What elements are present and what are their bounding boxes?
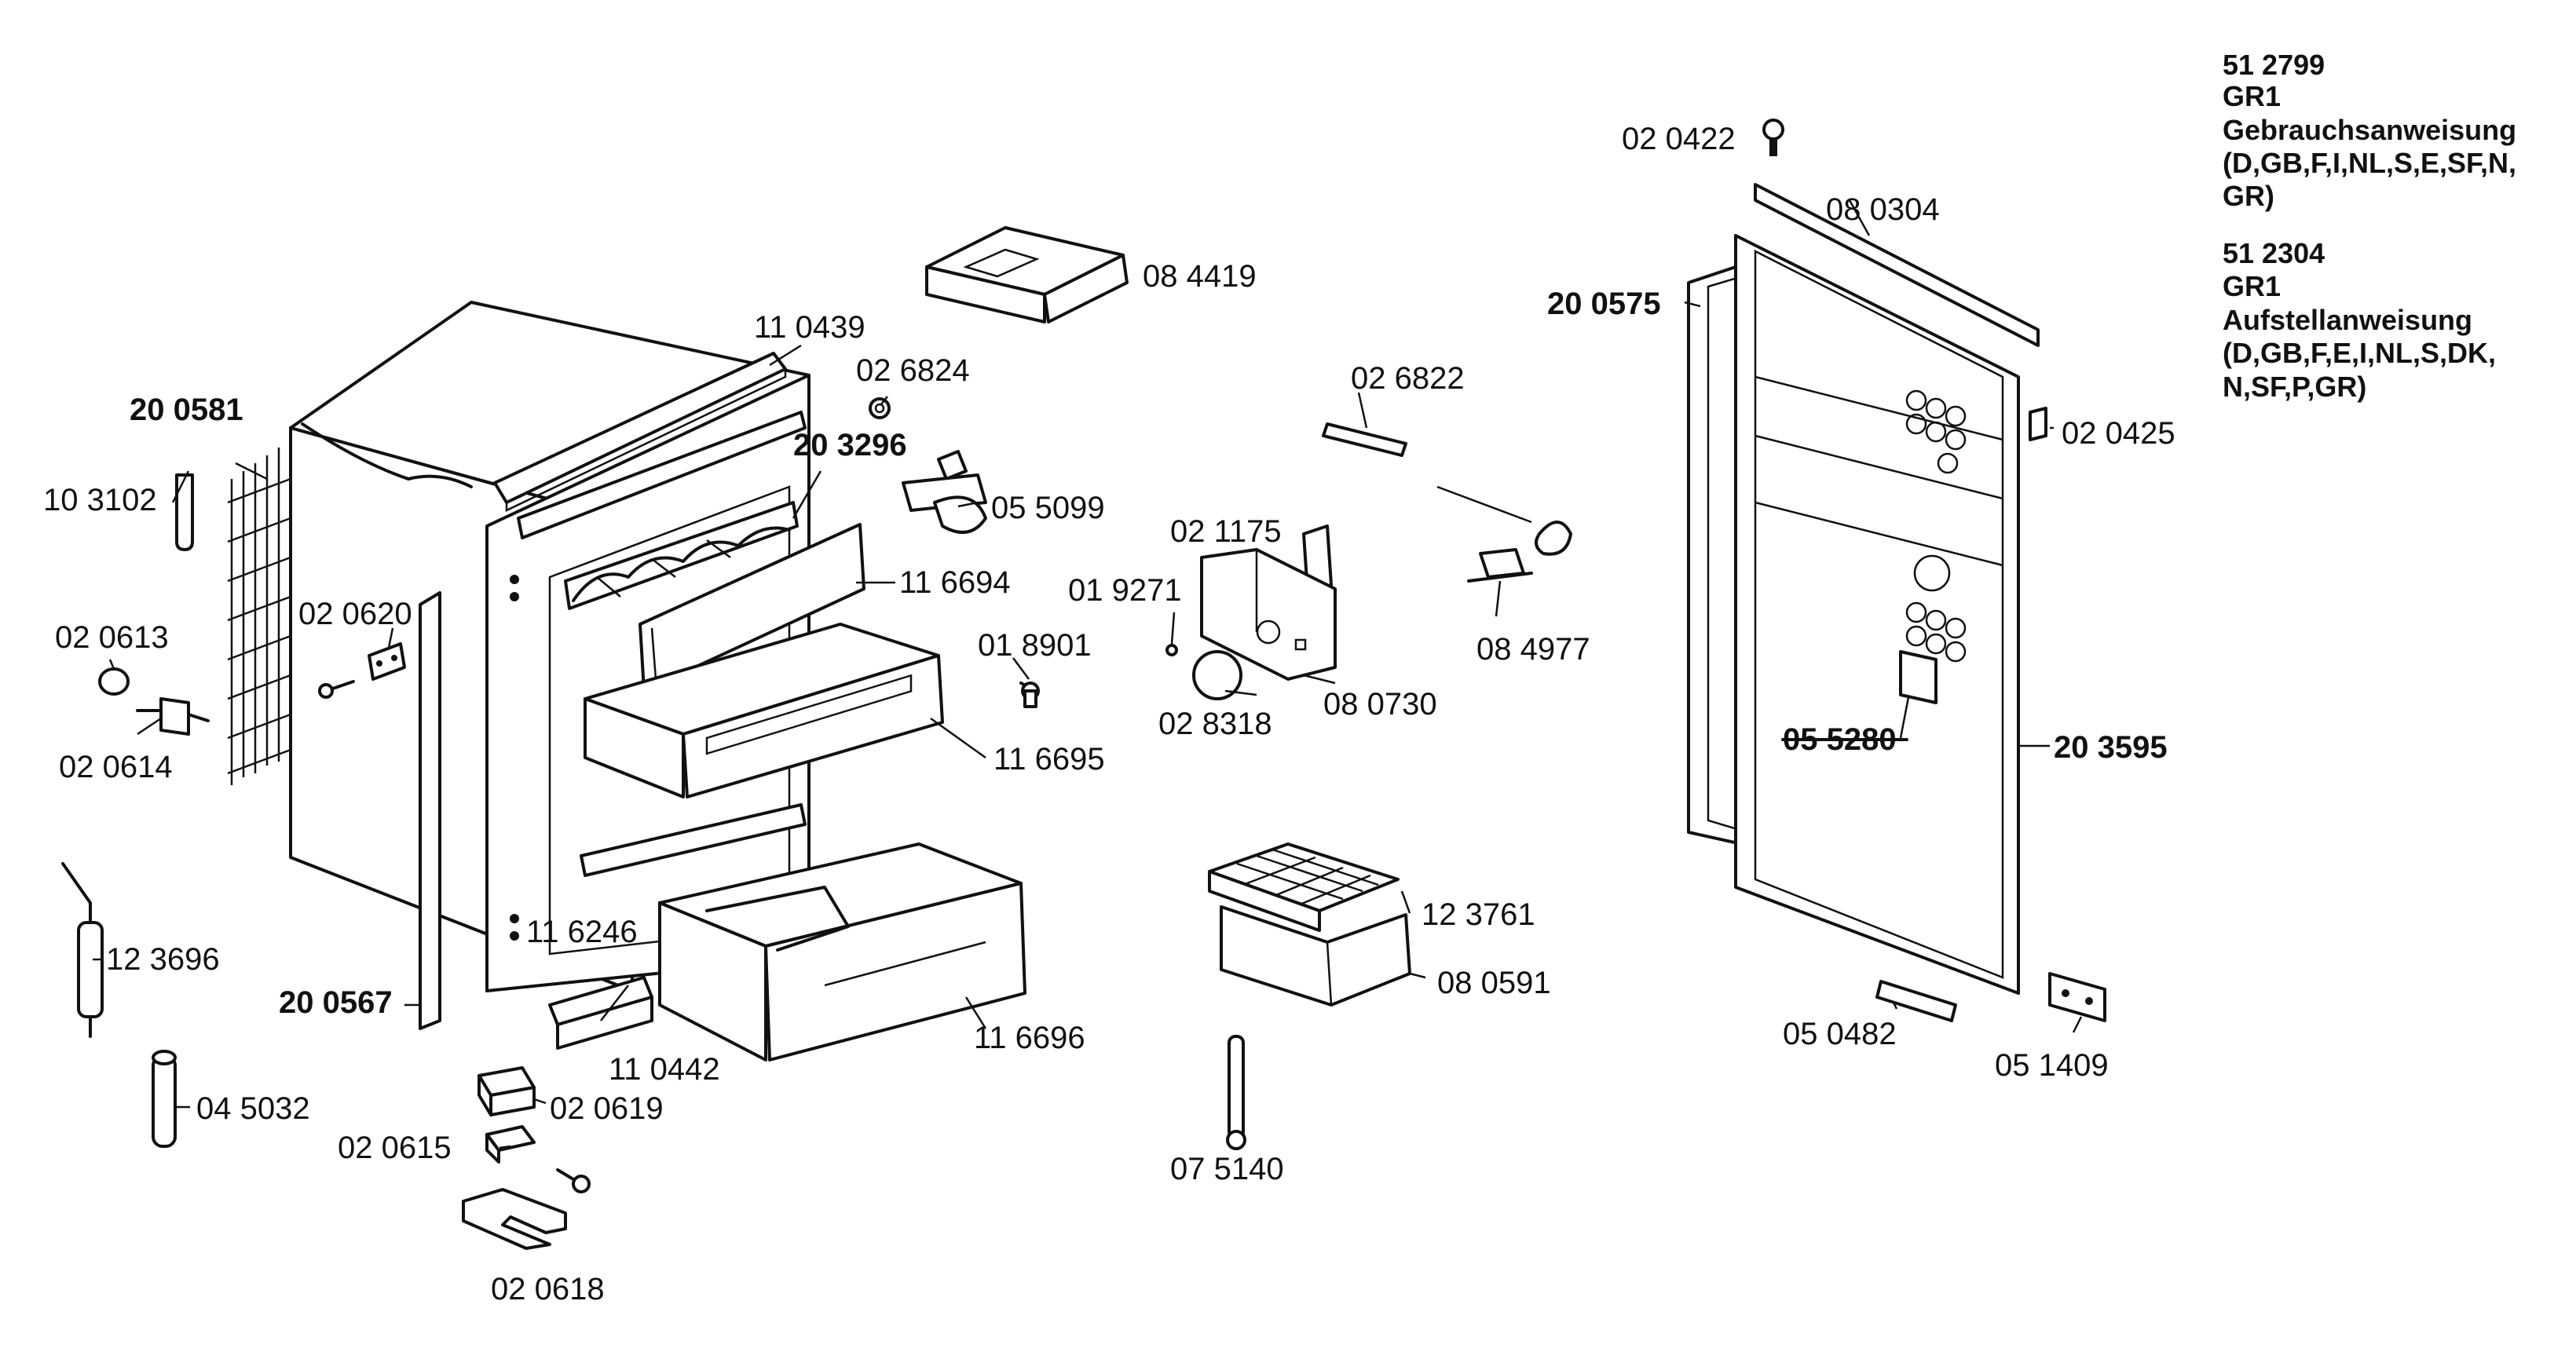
label-080304: 08 0304 (1826, 192, 1940, 227)
part-123761-ice-tray (1208, 842, 1400, 932)
part-080304-strip (1754, 183, 2040, 347)
label-084977: 08 4977 (1476, 632, 1590, 667)
label-116696: 11 6696 (974, 1021, 1085, 1055)
part-045032-tube (152, 1050, 177, 1148)
label-020614: 02 0614 (59, 750, 173, 784)
part-026824-nut (869, 397, 891, 419)
note-user-manual-model: GR1 (2223, 80, 2281, 112)
note-install-manual-part: 51 2304 (2223, 237, 2325, 269)
label-110439: 11 0439 (754, 310, 865, 345)
part-080730-housing (1200, 548, 1337, 681)
part-050482-plate (1875, 980, 1957, 1022)
label-020422: 02 0422 (1622, 122, 1736, 156)
part-018901-screw (1019, 681, 1040, 708)
label-103102: 10 3102 (43, 483, 157, 517)
note-user-manual: 51 2799 GR1 Gebrauchsanweisung (D,GB,F,I… (2223, 49, 2516, 212)
screw-0615 (556, 1168, 591, 1193)
leader-lines (93, 199, 2083, 1149)
evaporator-shelf (564, 501, 799, 610)
label-018901: 01 8901 (978, 628, 1092, 663)
label-116694: 11 6694 (899, 565, 1011, 600)
label-020613: 02 0613 (55, 620, 169, 655)
note-install-manual-lang-2: N,SF,P,GR) (2223, 371, 2366, 403)
note-install-manual-title: Aufstellanweisung (2223, 304, 2472, 336)
label-020618: 02 0618 (491, 1272, 605, 1306)
part-110442-strip (548, 976, 653, 1050)
label-110442: 11 0442 (609, 1052, 720, 1087)
part-020620-plate (368, 642, 406, 681)
label-203595: 20 3595 (2054, 730, 2168, 765)
label-050482: 05 0482 (1783, 1017, 1897, 1051)
label-200581: 20 0581 (130, 393, 243, 427)
note-install-manual-model: GR1 (2223, 270, 2281, 302)
note-user-manual-lang-1: (D,GB,F,I,NL,S,E,SF,N, (2223, 147, 2516, 179)
label-019271: 01 9271 (1068, 573, 1182, 608)
label-075140: 07 5140 (1170, 1152, 1284, 1186)
part-116694-flap (639, 523, 865, 692)
label-020620: 02 0620 (298, 597, 412, 631)
label-116246: 11 6246 (526, 915, 638, 949)
part-020425-clip (2029, 407, 2047, 441)
label-084419: 08 4419 (1143, 259, 1257, 294)
label-020615: 02 0615 (338, 1131, 452, 1165)
part-075140-thermometer (1226, 1035, 1246, 1150)
label-026824: 02 6824 (856, 353, 970, 388)
label-200575: 20 0575 (1547, 287, 1661, 321)
note-user-manual-part: 51 2799 (2223, 49, 2325, 81)
part-020422-screw (1762, 119, 1784, 156)
part-026822-rod (1322, 422, 1407, 457)
part-116696-drawer (658, 842, 1026, 1062)
screw-0620 (318, 680, 355, 699)
door-assembly (1687, 234, 2020, 995)
label-020425: 02 0425 (2062, 416, 2175, 451)
notes-block: 51 2799 GR1 Gebrauchsanweisung (D,GB,F,I… (2223, 49, 2516, 403)
part-116695-drawer (584, 623, 944, 798)
label-055099: 05 5099 (991, 491, 1105, 525)
label-080730: 08 0730 (1323, 687, 1437, 722)
label-026822: 02 6822 (1351, 361, 1465, 396)
part-080591-box (1220, 905, 1411, 1007)
label-051409: 05 1409 (1995, 1048, 2109, 1083)
part-084977-thermostat (1436, 485, 1572, 583)
label-021175: 02 1175 (1170, 514, 1282, 549)
part-055099-bracket (902, 450, 987, 534)
note-install-manual: 51 2304 GR1 Aufstellanweisung (D,GB,F,E,… (2223, 237, 2496, 403)
part-labels: 11 0439 02 6824 08 4419 20 0581 10 3102 … (43, 122, 2175, 1306)
label-203296: 20 3296 (793, 428, 907, 462)
part-020615-block (485, 1125, 536, 1164)
label-080591: 08 0591 (1437, 966, 1551, 1000)
note-install-manual-lang-1: (D,GB,F,E,I,NL,S,DK, (2223, 337, 2496, 369)
label-045032: 04 5032 (196, 1091, 310, 1126)
part-019271-screw (1165, 644, 1178, 656)
part-123696-probe (61, 862, 104, 1038)
part-020614-lamp-holder (136, 697, 210, 736)
part-103102-tube (175, 473, 194, 551)
part-051409-hinge (2048, 972, 2106, 1022)
part-020613-socket (98, 667, 130, 696)
label-028318: 02 8318 (1158, 707, 1272, 741)
note-user-manual-title: Gebrauchsanweisung (2223, 114, 2516, 146)
label-200567: 20 0567 (279, 985, 393, 1020)
note-user-manual-lang-2: GR) (2223, 180, 2274, 212)
condenser-grid (227, 448, 291, 785)
label-123761: 12 3761 (1422, 897, 1535, 932)
part-028318-knob (1192, 650, 1242, 700)
part-200567-strip (419, 591, 441, 1030)
part-020619-block (478, 1066, 536, 1116)
part-203296-rail (517, 411, 807, 539)
label-116695: 11 6695 (993, 742, 1105, 776)
part-084419-cover (925, 226, 1129, 323)
label-123696: 12 3696 (106, 942, 220, 977)
label-020619: 02 0619 (550, 1091, 664, 1126)
part-110439-strip (493, 352, 787, 512)
part-020618-bracket (462, 1188, 567, 1250)
part-116246-rail (580, 803, 807, 877)
